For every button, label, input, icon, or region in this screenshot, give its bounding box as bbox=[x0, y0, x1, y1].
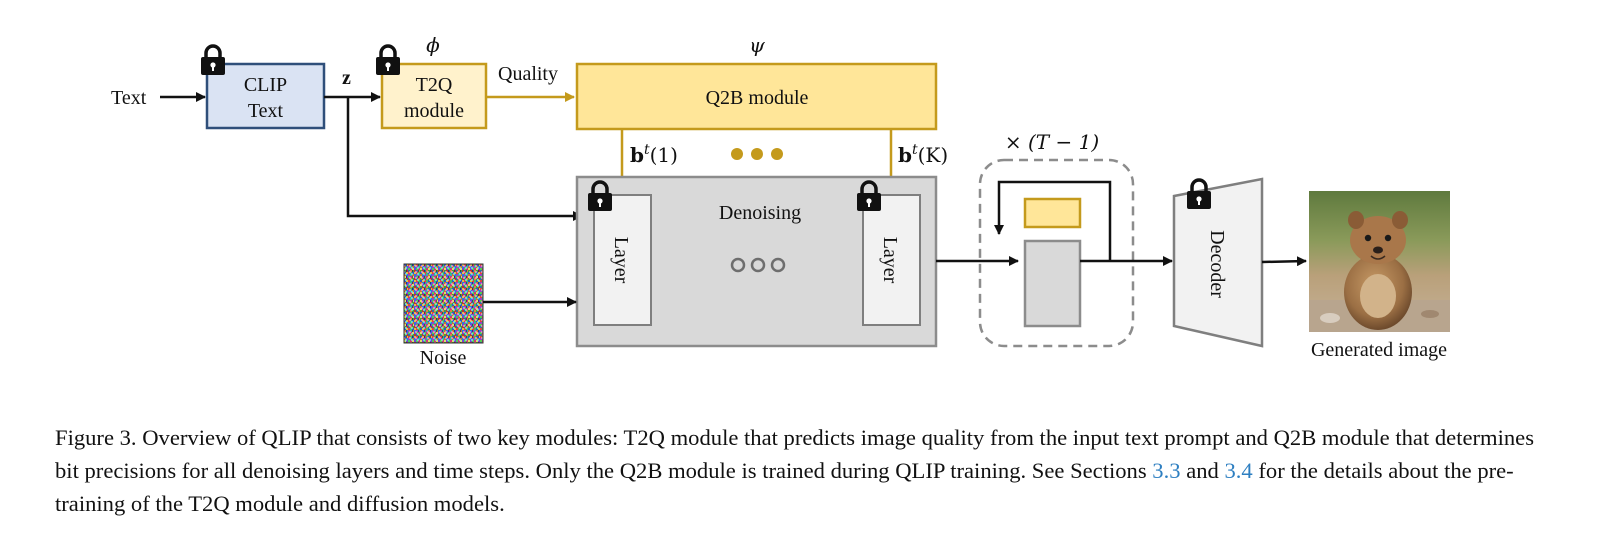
clip-label-line1: CLIP bbox=[244, 74, 287, 96]
t2q-label-line1: T2Q bbox=[416, 74, 453, 96]
psi-symbol: ψ bbox=[749, 33, 765, 57]
q2b-label: Q2B module bbox=[706, 87, 809, 109]
ellipsis-hollow-dots bbox=[730, 257, 786, 273]
qlip-overview-diagram: Text CLIP Text z ϕ T2Q module Quality ψ … bbox=[111, 33, 1450, 369]
timestep-loop-box bbox=[978, 158, 1135, 348]
section-ref-3-4[interactable]: 3.4 bbox=[1224, 457, 1253, 483]
phi-symbol: ϕ bbox=[426, 33, 440, 57]
bit-precision-1-label: bt(1) bbox=[630, 142, 678, 167]
decoder: Decoder bbox=[1172, 177, 1264, 348]
ellipsis-gold-dots bbox=[731, 148, 783, 160]
denoising-label: Denoising bbox=[719, 202, 801, 224]
lock-icon bbox=[857, 180, 881, 211]
arrow-z-to-denoising bbox=[346, 97, 583, 221]
q2b-module: Q2B module bbox=[575, 62, 938, 131]
caption-text-part2: and bbox=[1180, 457, 1225, 483]
z-embedding-label: z bbox=[342, 67, 351, 89]
bit-precision-K-label: bt(K) bbox=[898, 142, 948, 167]
caption-text-part3: for the details about the pre-training o… bbox=[55, 457, 1514, 516]
layer-last-label: Layer bbox=[879, 237, 901, 284]
input-text-label: Text bbox=[111, 87, 147, 109]
loop-q2b-block bbox=[1023, 197, 1082, 229]
noise-image bbox=[403, 263, 484, 344]
lock-icon bbox=[376, 44, 400, 75]
loop-denoise-block bbox=[1023, 239, 1082, 328]
layer-last: Layer bbox=[862, 194, 921, 326]
loop-feedback-arrow bbox=[994, 180, 1112, 261]
figure-caption: Figure 3. Overview of QLIP that consists… bbox=[55, 421, 1545, 520]
caption-text-part1: Figure 3. Overview of QLIP that consists… bbox=[55, 424, 1534, 483]
clip-label-line2: Text bbox=[248, 100, 284, 122]
generated-image-label: Generated image bbox=[1311, 339, 1447, 361]
decoder-label: Decoder bbox=[1206, 230, 1228, 298]
lock-icon bbox=[1187, 178, 1211, 209]
section-ref-3-3[interactable]: 3.3 bbox=[1152, 457, 1181, 483]
t2q-label-line2: module bbox=[404, 100, 464, 122]
arrow-decoder-to-image bbox=[1261, 256, 1307, 267]
timestep-repeat-label: × (T − 1) bbox=[1005, 130, 1099, 154]
layer-first-label: Layer bbox=[610, 237, 632, 284]
noise-label: Noise bbox=[420, 347, 467, 369]
lock-icon bbox=[201, 44, 225, 75]
quality-label: Quality bbox=[498, 63, 558, 85]
layer-first: Layer bbox=[593, 194, 652, 326]
lock-icon bbox=[588, 180, 612, 211]
generated-image bbox=[1309, 191, 1450, 332]
